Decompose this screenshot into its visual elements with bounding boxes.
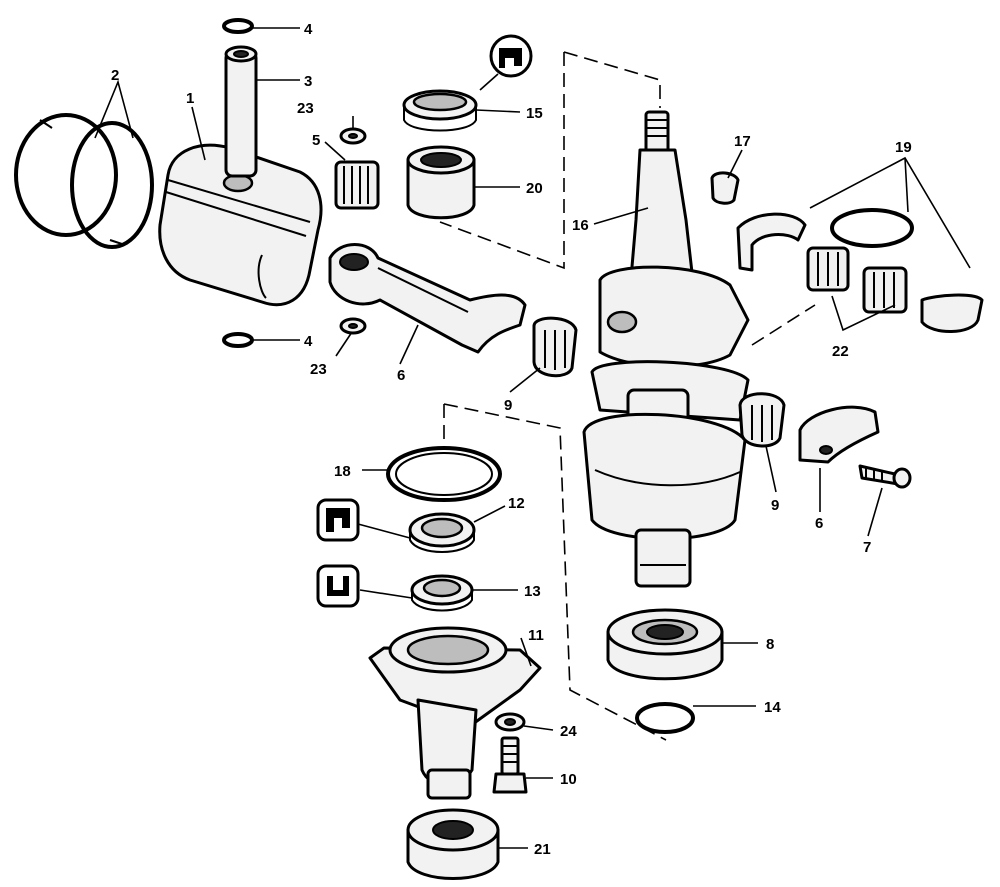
sealant-icon-top <box>489 34 533 78</box>
lower-ball-bearing <box>606 608 724 681</box>
rod-bearing-cage-right <box>738 392 786 448</box>
label-4-top: 4 <box>304 21 313 38</box>
label-8: 8 <box>766 636 774 653</box>
label-24: 24 <box>560 723 577 740</box>
label-14: 14 <box>764 699 781 716</box>
retaining-ring-top <box>222 18 254 34</box>
label-9-left: 9 <box>504 397 512 414</box>
needle-bearing-small-end <box>334 160 380 210</box>
label-9-right: 9 <box>771 497 779 514</box>
lower-retaining-ring <box>635 702 695 734</box>
piston-rings <box>14 113 154 249</box>
label-1: 1 <box>186 90 194 107</box>
label-6-cap: 6 <box>815 515 823 532</box>
rod-cap-bolt <box>858 464 912 489</box>
label-23-top: 23 <box>297 100 314 117</box>
label-7: 7 <box>863 539 871 556</box>
assembly-line-upper <box>563 51 661 108</box>
label-23-bottom: 23 <box>310 361 327 378</box>
main-bearing-retaining-ring <box>830 208 914 248</box>
upper-oil-seal <box>402 89 478 132</box>
assembly-line-main-bearing <box>751 304 816 346</box>
sealant-icon-bottom <box>316 564 360 608</box>
lower-bearing-housing <box>368 626 542 800</box>
label-19: 19 <box>895 139 912 156</box>
lower-oil-seal-inner <box>410 574 474 612</box>
lower-bushing <box>406 808 500 880</box>
label-15: 15 <box>526 105 543 122</box>
main-bearing-race-right <box>920 293 984 333</box>
lower-oil-seal-outer <box>408 512 476 553</box>
piston-ring-outer <box>14 113 118 237</box>
label-6-rod: 6 <box>397 367 405 384</box>
connecting-rod-cap <box>798 405 880 464</box>
label-21: 21 <box>534 841 551 858</box>
label-11: 11 <box>528 627 544 644</box>
o-ring <box>386 446 502 502</box>
label-2: 2 <box>111 67 119 84</box>
wrist-pin <box>224 45 258 178</box>
piston <box>158 143 323 307</box>
thrust-washer-bottom <box>339 317 367 335</box>
label-17: 17 <box>734 133 751 150</box>
upper-roller-bearing <box>406 145 476 220</box>
label-18: 18 <box>334 463 351 480</box>
housing-washer <box>494 712 526 732</box>
main-bearing-race-left <box>736 212 807 272</box>
label-13: 13 <box>524 583 541 600</box>
main-bearing-cage-upper <box>806 246 850 292</box>
label-20: 20 <box>526 180 543 197</box>
thrust-washer-top <box>339 127 367 145</box>
main-bearing-cage-lower <box>862 266 908 314</box>
woodruff-key <box>710 171 740 205</box>
connecting-rod <box>328 243 527 354</box>
label-16: 16 <box>572 217 589 234</box>
retaining-ring-bottom <box>222 332 254 348</box>
piston-ring-inner <box>70 121 154 249</box>
label-10: 10 <box>560 771 577 788</box>
label-3: 3 <box>304 73 312 90</box>
label-22: 22 <box>832 343 849 360</box>
crankshaft <box>582 110 750 588</box>
sealant-icon-middle <box>316 498 360 542</box>
label-12: 12 <box>508 495 525 512</box>
label-5: 5 <box>312 132 320 149</box>
leader-lines <box>94 27 971 849</box>
housing-bolt <box>492 736 528 794</box>
label-4-bottom: 4 <box>304 333 313 350</box>
rod-bearing-cage-left <box>532 316 578 378</box>
assembly-line-upper-left <box>439 52 565 270</box>
